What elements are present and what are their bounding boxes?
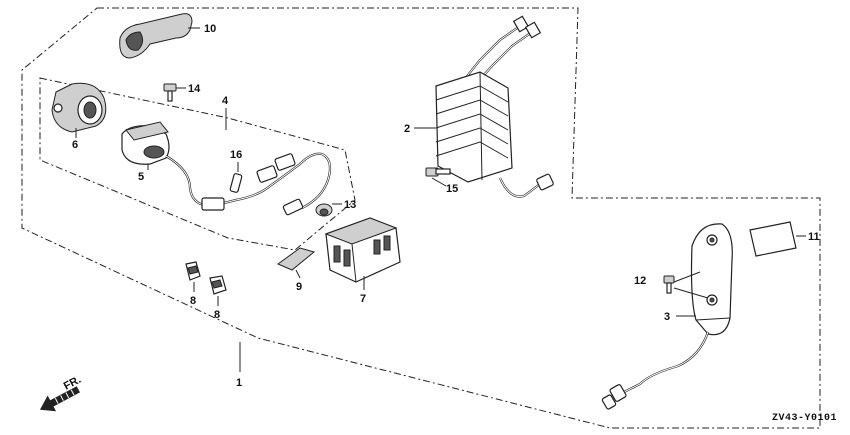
callout-3: 3 <box>664 311 670 323</box>
harness-wires <box>165 108 332 216</box>
callout-12: 14 <box>188 83 201 95</box>
harness-boundary <box>39 77 356 251</box>
callout-13: 12 <box>634 275 646 287</box>
part-13-bolt <box>663 271 709 299</box>
front-arrow-icon <box>40 386 80 412</box>
callout-6: 6 <box>72 139 78 151</box>
callout-7: 7 <box>360 293 366 305</box>
part-15-bolt <box>425 167 451 187</box>
callout-8-right: 8 <box>214 309 220 321</box>
part-8-clip-left <box>185 261 201 292</box>
callout-11: 11 <box>808 231 820 243</box>
assembly-boundary <box>21 7 821 429</box>
part-12-bolt <box>163 83 186 102</box>
part-6-socket <box>51 82 107 138</box>
callout-4: 4 <box>222 95 229 107</box>
callout-2: 2 <box>404 123 410 135</box>
callout-9: 9 <box>296 281 302 293</box>
part-16-pin <box>229 162 243 193</box>
part-8-clip-right <box>209 275 227 306</box>
callout-10: 10 <box>204 23 216 35</box>
part-14-grommet <box>315 203 342 217</box>
callout-8-left: 8 <box>190 295 196 307</box>
callout-14: 13 <box>344 199 356 211</box>
part-3-module <box>601 223 733 410</box>
part-7-block <box>324 217 401 290</box>
callout-16: 16 <box>230 149 242 161</box>
callout-1: 1 <box>236 377 242 389</box>
callout-15: 15 <box>446 183 458 195</box>
part-9-plate <box>276 247 316 279</box>
drawing-code: ZV43-Y0101 <box>772 413 837 424</box>
part-2-regulator <box>414 15 554 198</box>
callout-5: 5 <box>138 171 144 183</box>
part-10-cap <box>119 13 200 59</box>
part-11-label <box>749 221 806 257</box>
direction-label: FR. <box>62 374 83 393</box>
part-5-receptacle <box>121 121 170 170</box>
